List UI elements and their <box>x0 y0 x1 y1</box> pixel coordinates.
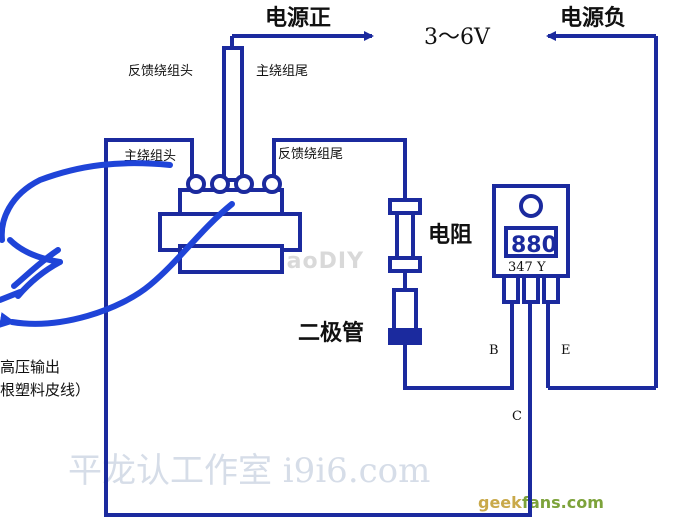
winding-terminal-1 <box>186 174 206 194</box>
transformer-leads <box>222 46 244 182</box>
pin-b-lead <box>502 274 520 304</box>
transformer-base <box>178 244 284 274</box>
resistor <box>388 198 422 290</box>
pin-e-label: E <box>561 343 571 358</box>
main-loop-wire <box>104 138 532 517</box>
watermark-studio: 平龙认工作室 i9i6.com <box>68 451 430 491</box>
hv-output-label: 高压输出 <box>0 358 60 376</box>
resistor-label: 电阻 <box>428 223 472 248</box>
transistor-code: 347 Y <box>508 260 546 275</box>
power-positive-wire <box>230 31 374 48</box>
transistor-model: 880 <box>511 233 557 258</box>
main-winding-tail-label: 主绕组尾 <box>256 64 308 79</box>
pin-e-lead <box>542 274 560 304</box>
winding-terminal-4 <box>262 174 282 194</box>
diode-label: 二极管 <box>298 320 364 346</box>
transistor-mount-hole <box>519 194 543 218</box>
transformer <box>158 174 302 274</box>
transistor <box>492 184 570 304</box>
winding-terminal-3 <box>234 174 254 194</box>
winding-terminal-2 <box>210 174 230 194</box>
watermark-geekfans: geek fans.com <box>478 493 604 512</box>
hv-output-label-2: 根塑料皮线） <box>0 381 90 399</box>
watermark-fans: fans.com <box>522 493 604 512</box>
transistor-label-plate <box>504 226 558 258</box>
pin-b-label: B <box>489 343 499 358</box>
pin-c-lead <box>522 274 540 304</box>
diode <box>388 288 422 345</box>
hv-output-wire <box>0 160 235 328</box>
feedback-winding-tail-label: 反馈绕组尾 <box>278 147 343 162</box>
power-negative-wire <box>546 31 658 390</box>
power-negative-label: 电源负 <box>560 6 626 31</box>
watermark-center: haoDIY <box>270 249 364 274</box>
feedback-winding-head-label: 反馈绕组头 <box>128 64 193 79</box>
voltage-label: 3～6V <box>424 25 491 50</box>
pin-c-label: C <box>512 409 522 424</box>
power-positive-label: 电源正 <box>265 6 331 31</box>
watermark-geek: geek <box>478 493 522 512</box>
